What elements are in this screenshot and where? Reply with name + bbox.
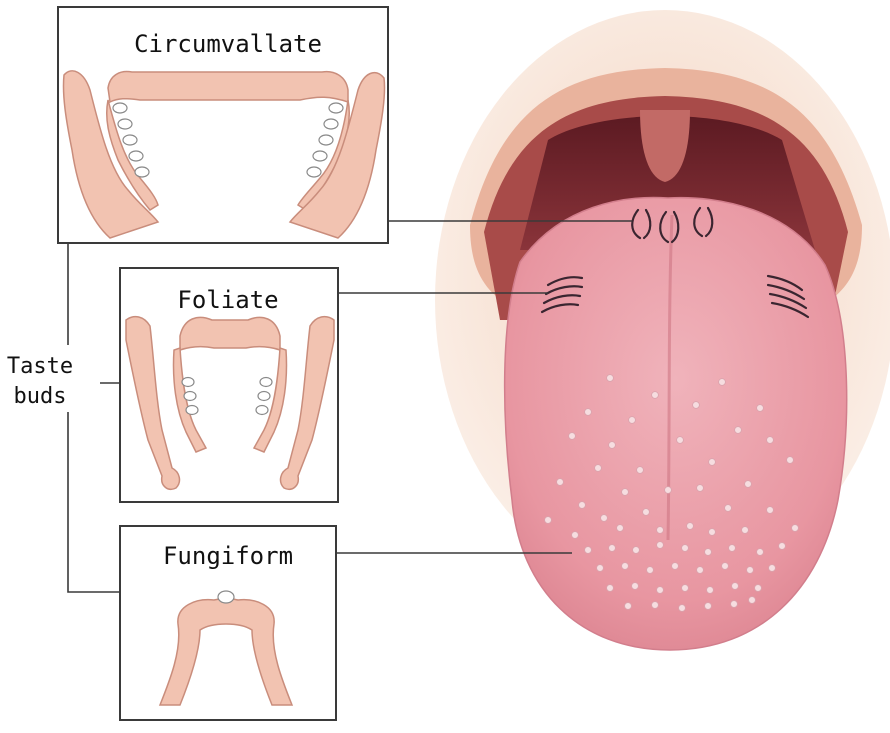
papilla-dot <box>633 547 640 554</box>
papilla-dot <box>755 585 762 592</box>
circumvallate-top-surface <box>108 72 348 102</box>
fungiform-panel: Fungiform <box>120 526 336 720</box>
papilla-dot <box>767 437 774 444</box>
papilla-dot <box>657 527 664 534</box>
papilla-dot <box>757 549 764 556</box>
papilla-dot <box>709 459 716 466</box>
papilla-dot <box>622 563 629 570</box>
papilla-dot <box>731 601 738 608</box>
papilla-dot <box>557 479 564 486</box>
papilla-dot <box>779 543 786 550</box>
taste-buds-label-line2: buds <box>14 384 67 409</box>
papilla-dot <box>697 567 704 574</box>
papilla-dot <box>757 405 764 412</box>
papilla-dot <box>749 597 756 604</box>
papilla-dot <box>767 507 774 514</box>
papilla-dot <box>595 465 602 472</box>
papilla-dot <box>652 392 659 399</box>
papilla-dot <box>697 485 704 492</box>
papilla-dot <box>735 427 742 434</box>
papilla-dot <box>707 587 714 594</box>
papilla-dot <box>657 587 664 594</box>
papilla-dot <box>745 481 752 488</box>
papilla-dot <box>545 517 552 524</box>
fungiform-label: Fungiform <box>163 542 293 570</box>
papilla-dot <box>609 442 616 449</box>
papilla-dot <box>597 565 604 572</box>
papilla-dot <box>601 515 608 522</box>
papilla-dot <box>725 505 732 512</box>
papilla-dot <box>569 433 576 440</box>
papilla-dot <box>607 375 614 382</box>
papilla-dot <box>632 583 639 590</box>
papilla-dot <box>729 545 736 552</box>
papilla-dot <box>677 437 684 444</box>
papilla-dot <box>687 523 694 530</box>
papilla-dot <box>722 563 729 570</box>
papilla-dot <box>657 542 664 549</box>
foliate-top-ridge <box>180 317 280 350</box>
papilla-dot <box>572 532 579 539</box>
papilla-dot <box>769 565 776 572</box>
papilla-dot <box>679 605 686 612</box>
papilla-dot <box>747 567 754 574</box>
papilla-dot <box>609 545 616 552</box>
papilla-dot <box>579 502 586 509</box>
papilla-dot <box>709 529 716 536</box>
circumvallate-label: Circumvallate <box>134 30 322 58</box>
foliate-label: Foliate <box>177 286 278 314</box>
papilla-dot <box>792 525 799 532</box>
papilla-dot <box>665 487 672 494</box>
papilla-dot <box>719 379 726 386</box>
papilla-dot <box>705 603 712 610</box>
papilla-dot <box>705 549 712 556</box>
fungiform-taste-bud <box>218 591 234 603</box>
papilla-dot <box>629 417 636 424</box>
papilla-dot <box>617 525 624 532</box>
foliate-panel: Foliate <box>120 268 338 502</box>
papilla-dot <box>585 547 592 554</box>
papilla-dot <box>682 545 689 552</box>
tongue <box>505 198 847 650</box>
papilla-dot <box>787 457 794 464</box>
papilla-dot <box>732 583 739 590</box>
taste-buds-label-line1: Taste <box>7 354 73 379</box>
papilla-dot <box>643 509 650 516</box>
papilla-dot <box>742 527 749 534</box>
papilla-dot <box>622 489 629 496</box>
papilla-dot <box>585 409 592 416</box>
papilla-dot <box>682 585 689 592</box>
papilla-dot <box>607 585 614 592</box>
taste-buds-label-group: Taste buds <box>7 354 73 409</box>
circumvallate-panel: Circumvallate <box>58 7 388 243</box>
papilla-dot <box>693 402 700 409</box>
papilla-dot <box>672 563 679 570</box>
papilla-dot <box>625 603 632 610</box>
papilla-dot <box>652 602 659 609</box>
tongue-body <box>505 198 847 650</box>
papilla-dot <box>647 567 654 574</box>
papilla-dot <box>637 467 644 474</box>
